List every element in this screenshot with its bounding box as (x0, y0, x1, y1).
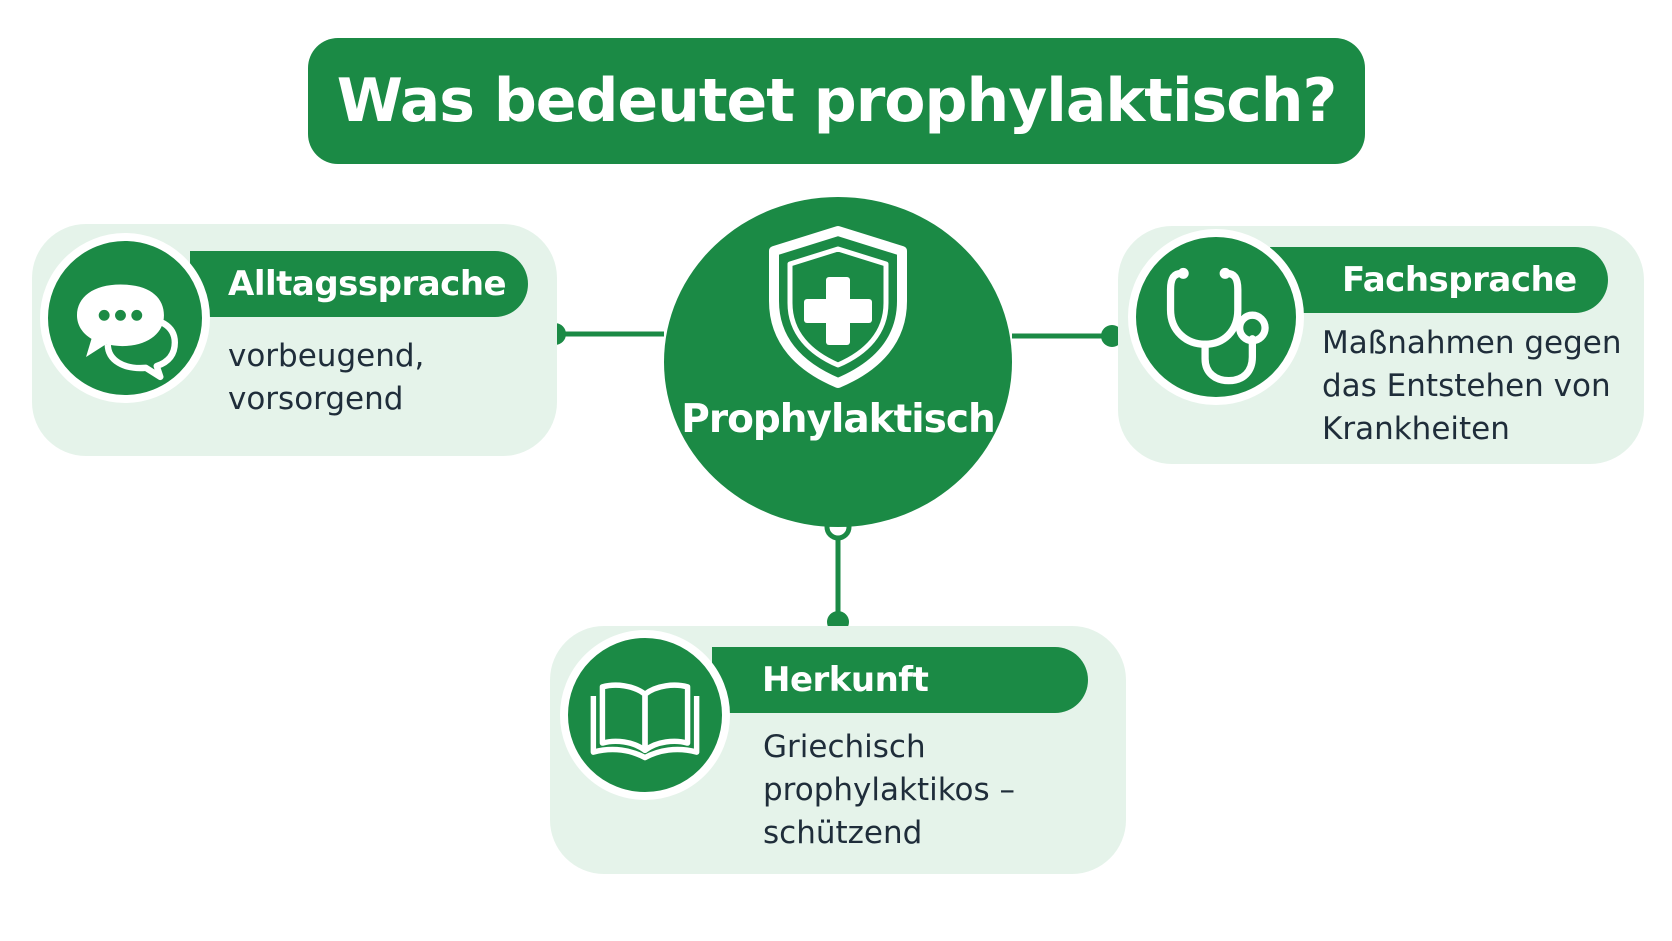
center-node: Prophylaktisch (664, 197, 1012, 527)
stethoscope-icon (1166, 267, 1269, 385)
card-alltagssprache-heading: Alltagssprache (190, 251, 528, 317)
card-alltagssprache-line-1: vorbeugend, (228, 338, 425, 374)
title-banner: Was bedeutet prophylaktisch? (308, 38, 1365, 164)
card-herkunft-line-2: prophylaktikos – (763, 772, 1016, 808)
speech-bubbles-icon (76, 284, 178, 381)
open-book-icon (590, 682, 700, 761)
center-label: Prophylaktisch (681, 397, 995, 442)
card-herkunft-icon-circle (560, 630, 730, 800)
card-fachsprache-line-1: Maßnahmen gegen (1322, 325, 1622, 361)
connector-node-right (1101, 325, 1123, 347)
card-fachsprache-heading: Fachsprache (1270, 247, 1608, 313)
card-fachsprache-text: Maßnahmen gegen das Entstehen von Krankh… (1322, 322, 1621, 451)
card-alltagssprache-text: vorbeugend, vorsorgend (228, 335, 424, 421)
card-fachsprache-icon-circle (1128, 229, 1304, 405)
card-fachsprache-line-3: Krankheiten (1322, 411, 1510, 447)
shield-plus-icon (769, 226, 907, 388)
card-herkunft-line-3: schützend (763, 815, 923, 851)
card-alltagssprache-line-2: vorsorgend (228, 381, 404, 417)
card-herkunft-line-1: Griechisch (763, 729, 926, 765)
card-herkunft-text: Griechisch prophylaktikos – schützend (763, 726, 1015, 855)
card-herkunft-heading: Herkunft (712, 647, 1088, 713)
card-fachsprache-line-2: das Entstehen von (1322, 368, 1611, 404)
page-title: Was bedeutet prophylaktisch? (336, 66, 1338, 136)
card-alltagssprache-icon-circle (40, 233, 210, 403)
